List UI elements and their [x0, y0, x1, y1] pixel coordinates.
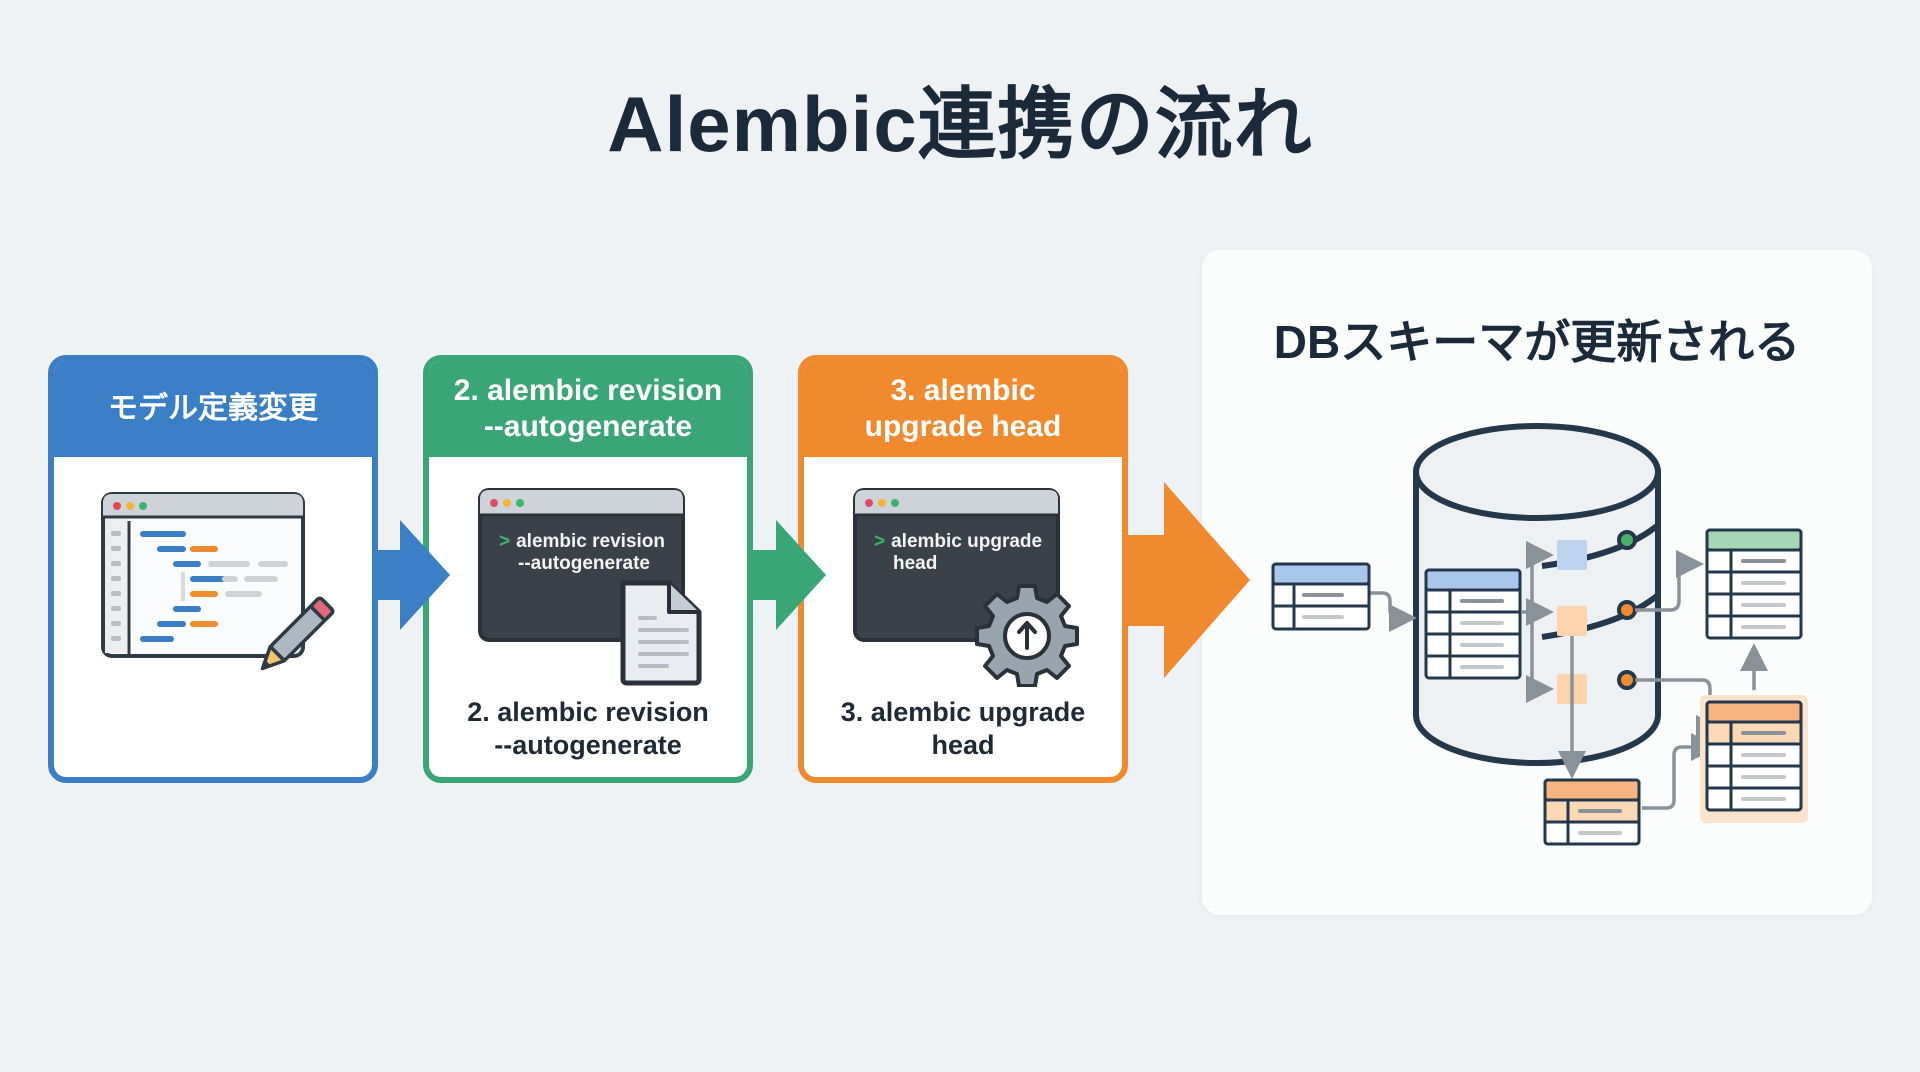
result-title: DBスキーマが更新される [1273, 316, 1801, 368]
flow-arrow-3 [1128, 482, 1250, 678]
step-caption: 3. alembic upgrade head [804, 696, 1122, 762]
schema-table [1424, 568, 1522, 680]
step-header-line: 2. alembic revision [453, 374, 723, 407]
pencil-icon [260, 596, 335, 671]
caption-line: head [931, 730, 995, 760]
step-header: 2. alembic revision--autogenerate [429, 361, 747, 457]
schema-table [1271, 562, 1371, 631]
schema-table [1543, 778, 1641, 846]
step-card-model-change: モデル定義変更 [48, 355, 378, 783]
result-panel: DBスキーマが更新される [1202, 250, 1872, 915]
schema-table-highlighted [1705, 700, 1803, 812]
flow-arrow-1 [372, 520, 450, 630]
caption-line: 2. alembic revision [467, 697, 709, 727]
terminal-command: >alembic revision --autogenerate [499, 531, 665, 575]
terminal-line: head [893, 553, 938, 574]
step-caption: 2. alembic revision --autogenerate [429, 696, 747, 762]
terminal-command: >alembic upgrade head [874, 531, 1042, 575]
step-card-revision: 2. alembic revision--autogenerate >alemb… [423, 355, 753, 783]
terminal-line: alembic upgrade [891, 531, 1043, 552]
upgrade-gear-icon [975, 584, 1079, 687]
prompt-chevron-icon: > [499, 531, 511, 552]
terminal-icon [478, 488, 702, 686]
schema-table [1705, 528, 1803, 640]
code-editor-with-pencil-icon [101, 492, 335, 671]
caption-line: 3. alembic upgrade [840, 697, 1086, 727]
caption-line: --autogenerate [494, 730, 682, 760]
step-header-line: 3. alembic [890, 374, 1036, 407]
database-schema-icon [1271, 423, 1808, 846]
prompt-chevron-icon: > [874, 531, 886, 552]
terminal-icon [853, 488, 1079, 687]
step-header: モデル定義変更 [54, 361, 372, 457]
page-title: Alembic連携の流れ [607, 80, 1313, 168]
flow-arrow-2 [748, 520, 826, 630]
terminal-line: alembic revision [516, 531, 666, 552]
step-header-line: --autogenerate [483, 410, 693, 443]
terminal-line: --autogenerate [518, 553, 650, 574]
document-icon [620, 580, 702, 686]
step-header-line: upgrade head [864, 410, 1062, 443]
